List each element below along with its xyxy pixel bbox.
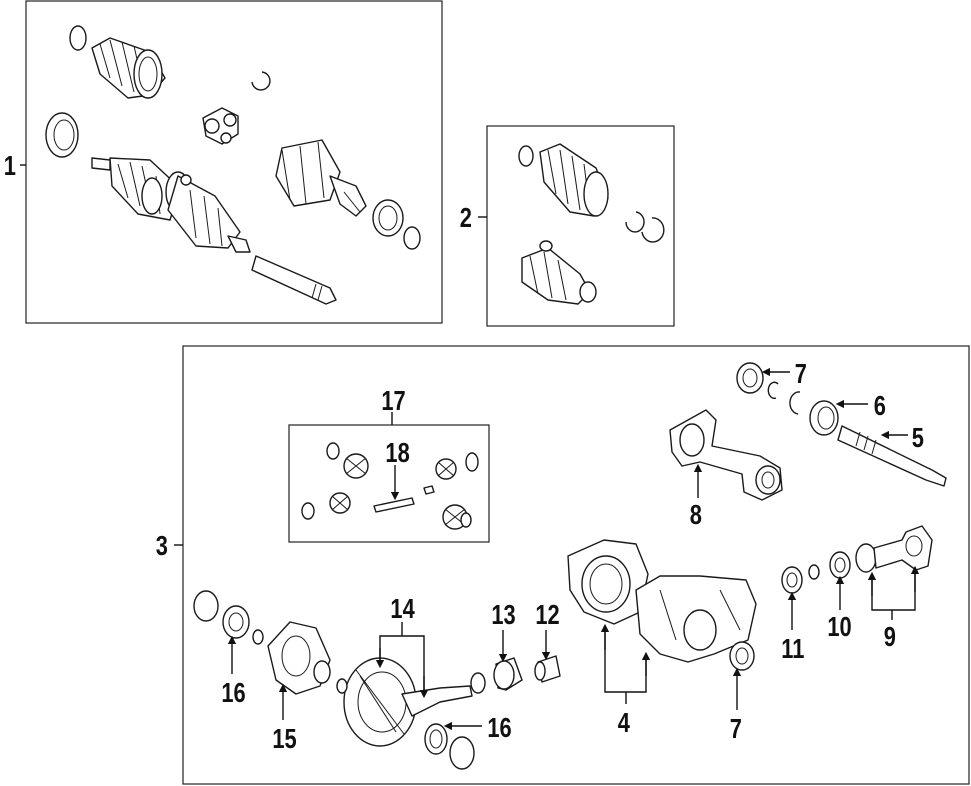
bearing-10	[829, 551, 851, 579]
callout-1: 1	[4, 150, 16, 181]
bearing-16-left	[193, 590, 250, 639]
group-17-frame	[288, 424, 490, 543]
lock-pin	[423, 485, 435, 495]
callout-12: 12	[535, 599, 559, 630]
callout-14: 14	[390, 593, 414, 624]
carrier-housing-4	[567, 539, 757, 663]
tripod-joint	[202, 107, 239, 145]
extension-tube-8	[669, 409, 783, 501]
boot-outer	[539, 143, 609, 217]
callout-9: 9	[884, 621, 896, 652]
snap-ring-a	[625, 211, 645, 233]
bearing-11	[781, 566, 803, 594]
companion-flange-9	[855, 525, 933, 573]
snap-ring-b	[641, 217, 665, 243]
thrust-washer-d	[460, 512, 472, 528]
group-3-differential: 3 17	[156, 345, 970, 785]
bearing-16-bottom	[424, 723, 475, 770]
drive-shaft-main	[91, 157, 251, 253]
group-2-boot-kit: 2	[460, 125, 675, 327]
cv-joint-housing	[275, 139, 367, 217]
thrust-washer-c	[301, 502, 315, 520]
pinion-gear-a	[435, 458, 457, 480]
boot-inner	[521, 240, 597, 305]
pinion-shaft-pin	[373, 497, 415, 513]
bearing-7-bottom	[729, 641, 755, 671]
side-gear-a	[343, 453, 369, 479]
callout-13: 13	[491, 599, 515, 630]
group-17-gear-kit: 17 18	[288, 385, 490, 543]
callout-16-bottom: 16	[487, 712, 511, 743]
snap-ring-output-a	[767, 381, 779, 400]
oil-seal-6	[809, 400, 839, 436]
output-shaft-5	[837, 425, 947, 487]
callout-4: 4	[618, 707, 630, 738]
spacer-12	[534, 655, 561, 683]
callout-2: 2	[460, 202, 472, 233]
callout-15: 15	[272, 723, 296, 754]
ring-pinion-gear-14	[343, 657, 473, 747]
differential-case-15	[252, 621, 348, 695]
intermediate-shaft	[251, 255, 337, 305]
outer-boot	[91, 37, 166, 99]
callout-5: 5	[912, 422, 924, 453]
callout-11: 11	[781, 633, 804, 664]
callout-18: 18	[385, 437, 409, 468]
callout-17: 17	[381, 385, 405, 416]
boot-clamp-small	[518, 145, 534, 167]
callout-7-top: 7	[795, 358, 807, 389]
bearing-13	[470, 657, 523, 694]
boot-clamp-ring	[69, 25, 87, 51]
thrust-washer-b	[465, 452, 479, 472]
snap-ring-top	[251, 71, 271, 91]
group-3-frame	[182, 345, 970, 785]
callout-7-bottom: 7	[730, 713, 742, 744]
callout-6: 6	[874, 390, 886, 421]
callout-10: 10	[827, 611, 851, 642]
thrust-washer-a	[326, 442, 340, 460]
callout-3: 3	[156, 530, 168, 561]
output-bearing-7-top	[736, 362, 764, 394]
group-1-frame	[25, 0, 443, 324]
group-2-frame	[486, 125, 675, 327]
seal-ring-right	[372, 199, 421, 250]
group-1-axle-assembly: 1	[4, 0, 443, 324]
oil-seal-left	[45, 112, 79, 158]
spacer-small	[808, 564, 820, 580]
pinion-gear-b	[329, 492, 351, 514]
snap-ring-output-b	[789, 391, 801, 415]
callout-8: 8	[690, 499, 702, 530]
callout-16-left: 16	[221, 677, 245, 708]
